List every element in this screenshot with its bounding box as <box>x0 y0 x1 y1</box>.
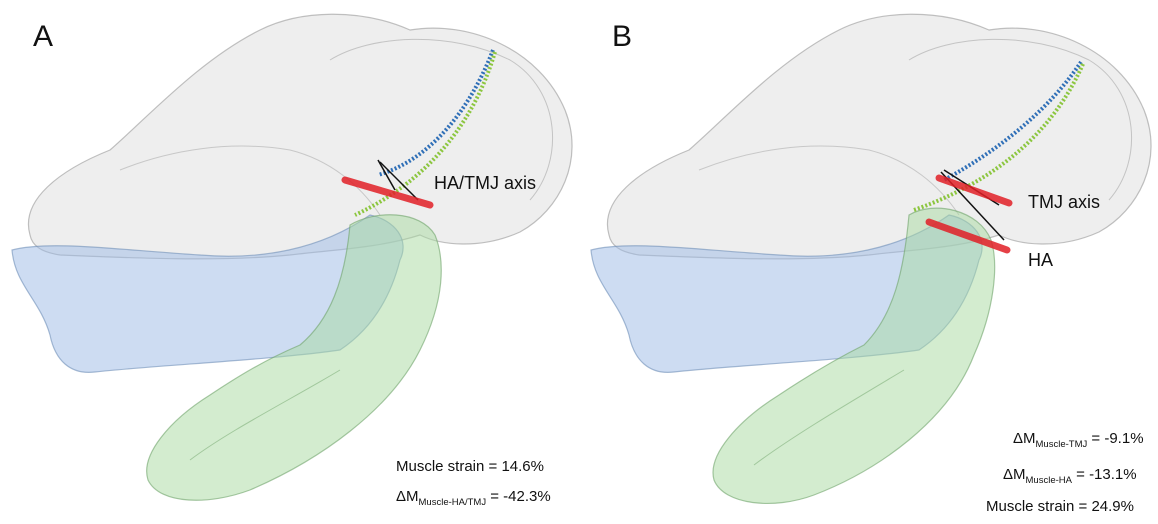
delta-moment-a: ΔMMuscle-HA/TMJ = -42.3% <box>396 488 551 508</box>
ha-label-b: HA <box>1028 250 1053 271</box>
delta-moment-tmj-b: ΔMMuscle-TMJ = -9.1% <box>1013 430 1144 450</box>
panel-b: B TMJ axis HA ΔMMuscle-TMJ = -9.1% ΔMMus… <box>579 0 1158 524</box>
skull-model-a <box>0 0 579 524</box>
panel-a: A HA/TMJ axis Muscle strain = 14.6% ΔMMu… <box>0 0 579 524</box>
tmj-axis-label-b: TMJ axis <box>1028 192 1100 213</box>
muscle-strain-b: Muscle strain = 24.9% <box>986 498 1134 515</box>
muscle-strain-a: Muscle strain = 14.6% <box>396 458 544 475</box>
panel-letter-b: B <box>612 20 632 54</box>
skull-b <box>607 14 1151 259</box>
delta-moment-ha-b: ΔMMuscle-HA = -13.1% <box>1003 466 1137 486</box>
axis-label-a: HA/TMJ axis <box>434 173 536 194</box>
panel-letter-a: A <box>33 20 53 54</box>
